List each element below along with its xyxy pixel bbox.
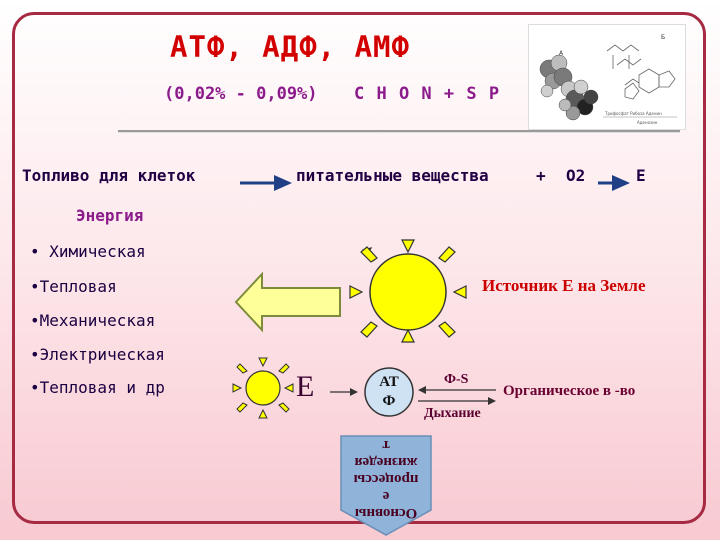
- phosphate-label: Ф-S: [444, 372, 469, 387]
- molecule-structure-image: A Б Трифосфат Рибоза Аденин Аденозин: [528, 24, 686, 130]
- svg-text:A: A: [559, 50, 564, 57]
- processes-shape: [340, 435, 432, 536]
- synthesis-arrow-icon: [418, 386, 496, 394]
- energy-item-mechanical: •Механическая: [30, 311, 156, 330]
- energy-e-label: Е: [636, 166, 646, 185]
- molecule-diagram: A Б Трифосфат Рибоза Аденин Аденозин: [539, 34, 677, 125]
- sun-large-icon: [349, 239, 467, 343]
- energy-item-thermal-etc: •Тепловая и др: [30, 378, 165, 397]
- sun-small-icon: [232, 357, 294, 419]
- atf-label: АТ Ф: [379, 374, 399, 409]
- big-left-arrow-icon: [234, 271, 341, 333]
- e-to-atf-arrow-icon: [330, 388, 358, 396]
- subtitle-percent: (0,02% - 0,09%): [164, 84, 318, 104]
- fuel-arrow-icon: [240, 175, 292, 191]
- atp-energy-label: Е: [296, 370, 315, 403]
- energy-source-label: Источник Е на Земле: [482, 276, 646, 295]
- energy-item-electrical: •Электрическая: [30, 345, 165, 364]
- fuel-label: Топливо для клеток: [22, 166, 196, 185]
- energy-item-chemical: • Химическая: [30, 242, 146, 261]
- atf-circle: [364, 367, 414, 417]
- organic-matter-label: Органическое в -во: [503, 383, 636, 399]
- energy-item-thermal: •Тепловая: [30, 277, 117, 296]
- nutrients-label: питательные вещества: [296, 166, 489, 185]
- svg-text:Аденозин: Аденозин: [637, 120, 658, 125]
- svg-text:Трифосфат Рибоза Аденин: Трифосфат Рибоза Аденин: [604, 111, 662, 116]
- slide-frame: [12, 12, 706, 524]
- respiration-arrow-icon: [418, 397, 496, 405]
- subtitle-elements: C H O N + S P: [354, 84, 501, 104]
- oxygen-label: О2: [566, 166, 586, 185]
- energy-arrow-icon: [598, 175, 630, 191]
- slide-title: АТФ, АДФ, АМФ: [170, 30, 410, 64]
- energy-heading: Энергия: [76, 206, 144, 225]
- respiration-label: Дыхание: [424, 406, 481, 421]
- divider-line: [118, 130, 680, 133]
- plus-sign: +: [536, 166, 546, 185]
- svg-text:Б: Б: [661, 34, 665, 41]
- processes-label: Основны е процессы жизнедея т: [353, 437, 419, 521]
